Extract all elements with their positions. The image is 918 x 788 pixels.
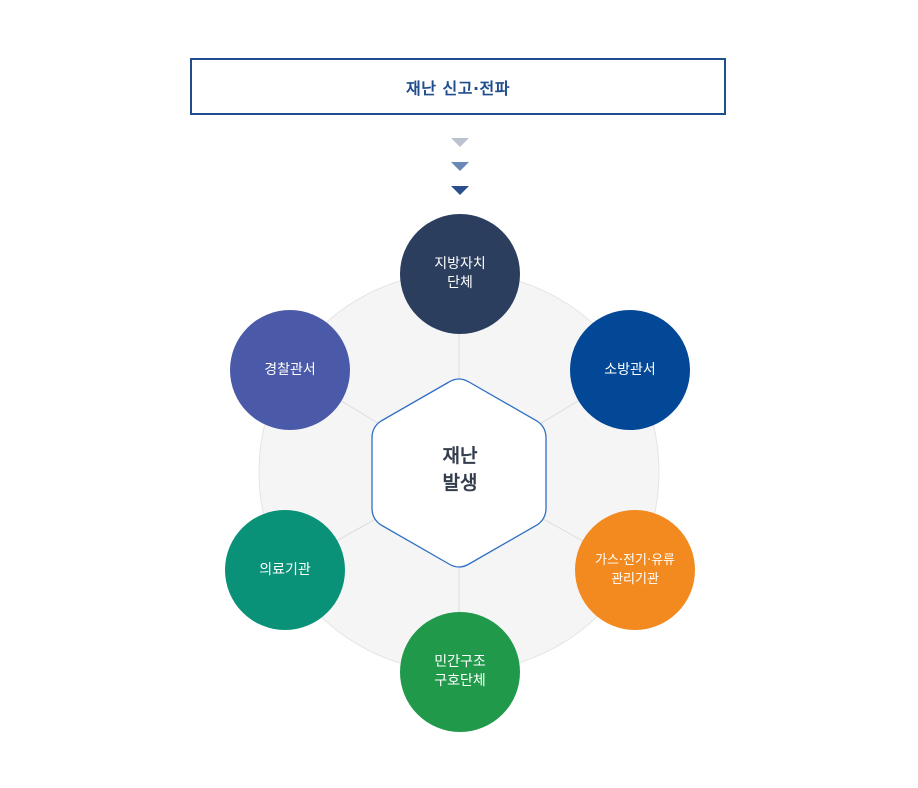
node-civil-rescue: 민간구조 구호단체	[400, 612, 520, 732]
node-police-station-label: 경찰관서	[264, 361, 316, 378]
down-arrow-icon	[451, 138, 469, 147]
center-line-2: 발생	[442, 472, 478, 494]
center-hexagon	[371, 378, 547, 568]
node-local-government: 지방자치 단체	[400, 214, 520, 334]
node-local-government-label: 지방자치 단체	[434, 256, 486, 291]
down-arrow-icon	[451, 162, 469, 171]
center-label: 재난 발생	[400, 440, 520, 500]
flow-arrows	[451, 138, 469, 198]
node-police-station: 경찰관서	[230, 310, 350, 430]
node-fire-station: 소방관서	[570, 310, 690, 430]
down-arrow-icon	[451, 186, 469, 195]
node-civil-rescue-label: 민간구조 구호단체	[434, 654, 486, 689]
report-label: 재난 신고·전파	[406, 78, 510, 98]
node-medical-institution: 의료기관	[225, 510, 345, 630]
report-box: 재난 신고·전파	[190, 58, 726, 115]
node-medical-institution-label: 의료기관	[259, 561, 311, 578]
node-fire-station-label: 소방관서	[604, 361, 656, 378]
center-line-1: 재난	[442, 445, 478, 467]
node-utility-agency: 가스·전기·유류 관리기관	[575, 510, 695, 630]
node-utility-agency-label: 가스·전기·유류 관리기관	[594, 553, 676, 587]
